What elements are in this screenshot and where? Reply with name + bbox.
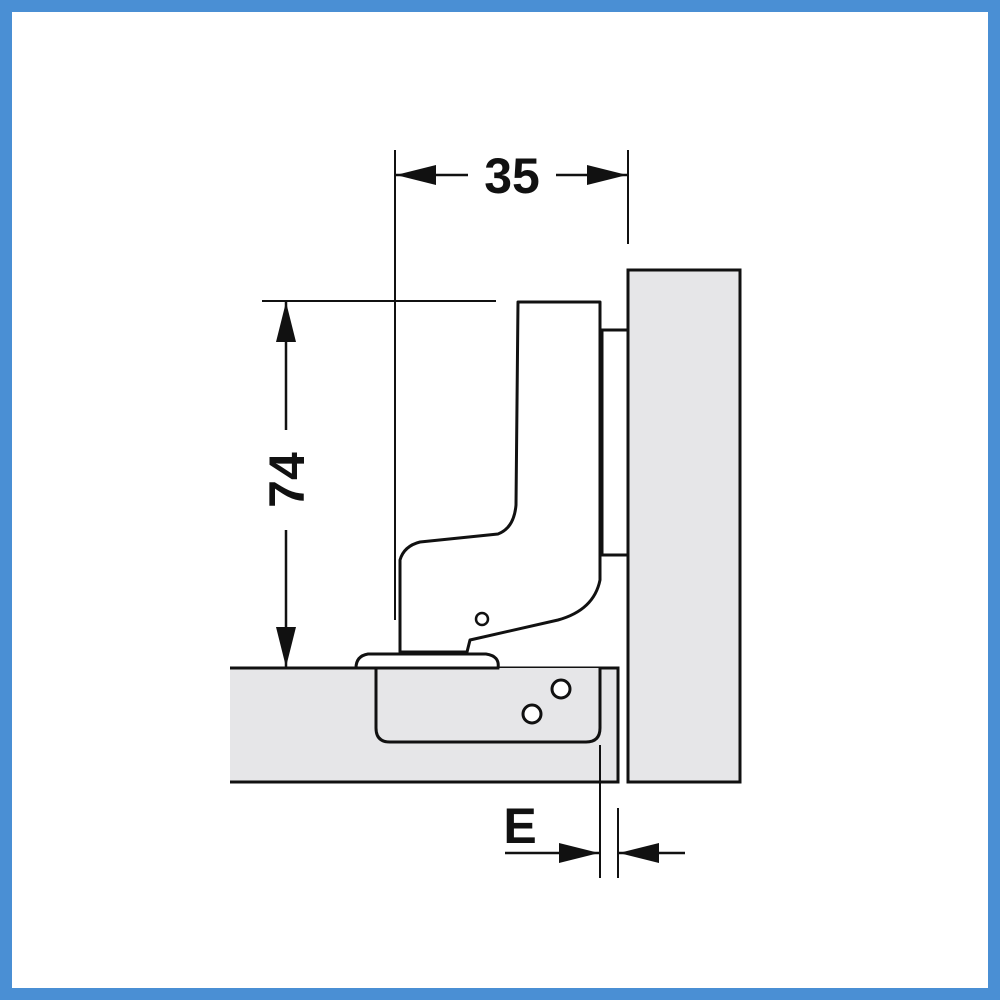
side-panel [626,268,742,784]
height-label: 74 [259,452,315,508]
pivot-hole [474,611,490,627]
hinge-arm [398,300,602,654]
width-label: 35 [484,148,540,204]
mounting-plate [600,328,630,557]
screw-hole-lower [521,703,543,725]
hinge-cup [374,668,602,744]
screw-hole-upper [550,678,572,700]
hinge-flange [354,652,500,670]
offset-label: E [503,798,536,854]
